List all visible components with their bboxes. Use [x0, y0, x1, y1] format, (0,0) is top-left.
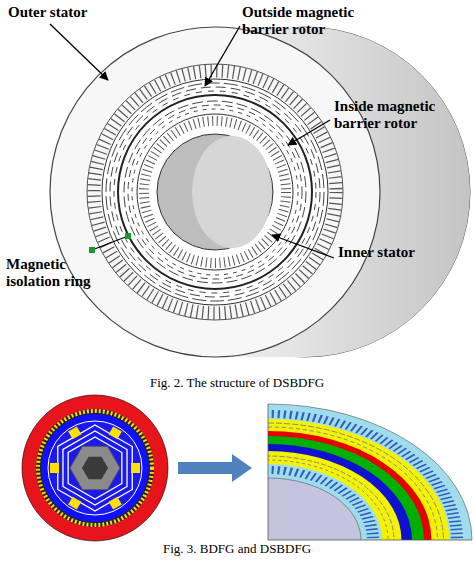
rotor-barrier	[268, 456, 394, 540]
transform-arrow	[178, 454, 252, 482]
pole-patch	[50, 463, 59, 473]
part-label: Inner stator	[338, 244, 448, 261]
outside-rotor-barrier	[110, 87, 320, 297]
rotor-outer	[41, 414, 149, 522]
rotor-core	[48, 421, 142, 515]
shaft-hub	[70, 446, 120, 489]
part-label: Outer stator	[8, 4, 118, 21]
outer-stator-face	[50, 27, 380, 357]
figure-caption: Fig. 2. The structure of DSBDFG	[0, 374, 474, 391]
outer-stator-teeth	[94, 71, 336, 313]
leader-line	[92, 236, 128, 250]
pole-patch	[109, 497, 122, 510]
part-label: Magnetic isolation ring	[6, 256, 116, 290]
stator-core	[22, 395, 168, 541]
inner-stator-ring	[268, 464, 382, 540]
inside-rotor-ring	[268, 451, 402, 540]
shaft-hole	[157, 134, 273, 250]
outside-rotor-face	[102, 79, 328, 305]
outside-rotor-ring	[268, 419, 450, 540]
dsbdfg-quarter-section	[64, 404, 472, 562]
isolation-ring	[118, 95, 312, 289]
outer-stator-teeth	[268, 414, 457, 540]
part-label: Outside magnetic barrier rotor	[242, 4, 372, 38]
isolation-ring-green	[268, 436, 424, 540]
shaft	[82, 457, 108, 480]
outside-rotor-barrier	[114, 91, 316, 293]
section-edge	[268, 404, 472, 540]
inside-rotor-barrier	[128, 105, 302, 279]
rotor-ring-blue	[268, 444, 412, 540]
leader-arrow	[288, 120, 330, 145]
rotor-barrier	[268, 423, 444, 540]
air-gap	[36, 409, 154, 527]
leader-arrow	[50, 24, 108, 80]
inner-stator-teeth	[268, 470, 373, 540]
outer-stator-ring	[268, 404, 472, 540]
shaft-region	[268, 478, 361, 540]
inner-stator-face	[137, 114, 293, 270]
inside-rotor-barrier	[124, 101, 306, 283]
stator-slots	[38, 411, 152, 525]
marker-square	[125, 233, 131, 239]
figure-caption: Fig. 3. BDFG and DSBDFG	[0, 540, 474, 557]
rotor-barrier	[268, 460, 388, 540]
stator-yoke-edge	[87, 64, 343, 320]
rotor-ring-red	[268, 431, 432, 540]
leader-arrow	[205, 26, 240, 86]
outside-rotor-barrier	[106, 83, 324, 301]
hole-depth	[192, 136, 272, 248]
dsbdfg-3d-model	[50, 27, 470, 357]
pole-patch	[68, 497, 81, 510]
rotor-barrier	[47, 422, 143, 514]
inner-stator-teeth	[144, 121, 286, 263]
part-label: Inside magnetic barrier rotor	[334, 98, 464, 132]
pole-patch	[131, 463, 140, 473]
leader-arrow	[272, 235, 334, 258]
rotor-barrier	[39, 414, 151, 521]
rotor-barrier	[268, 427, 438, 540]
pole-patch	[109, 427, 122, 440]
inside-rotor-barrier	[132, 109, 298, 275]
rotor-barrier	[55, 429, 136, 506]
pole-patch	[68, 427, 81, 440]
bdfg-cross-section	[22, 395, 168, 541]
marker-square	[89, 247, 95, 253]
